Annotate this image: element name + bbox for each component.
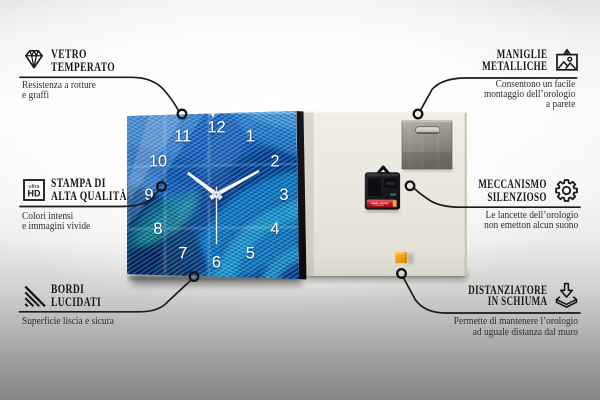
- clock-numeral-4: 4: [270, 220, 279, 238]
- callout-title-maniglie: MANIGLIE METALLICHE: [482, 48, 547, 73]
- clock-hands: [186, 170, 260, 245]
- clock-numeral-8: 8: [153, 220, 162, 238]
- clock-back-panel: [303, 111, 467, 276]
- connector-stampa: [19, 189, 160, 208]
- clock-numeral-6: 6: [212, 254, 221, 272]
- clock-mechanism: [364, 165, 401, 212]
- callout-sub-meccanismo: Le lancette dell’orologio non emetton al…: [484, 209, 578, 231]
- title-line: MECCANISMO: [478, 176, 547, 191]
- sub-line: Colori intensi: [22, 211, 74, 222]
- sub-line: Superficie liscia e sicura: [22, 315, 114, 327]
- marker-meccanismo: [404, 180, 416, 192]
- battery-positive-tip: [392, 200, 397, 207]
- gear-icon: [554, 178, 579, 208]
- clock-side-edge: [296, 111, 307, 280]
- connector-distanziatore: [402, 277, 581, 314]
- sub-line: Le lancette dell’orologio: [485, 209, 578, 221]
- title-line: BORDI: [51, 281, 85, 296]
- sub-line: ad uguale distanza dal muro: [472, 326, 578, 338]
- window-reflection: [127, 111, 299, 279]
- sub-line: Consentono un facile: [495, 78, 576, 90]
- clock-numeral-7: 7: [178, 245, 187, 263]
- sub-line: e immagini vivide: [22, 221, 91, 233]
- minute-hand: [209, 170, 260, 200]
- clock-numeral-3: 3: [279, 186, 288, 204]
- title-line: LUCIDATI: [51, 294, 102, 309]
- title-line: MANIGLIE: [496, 46, 547, 61]
- title-line: DISTANZIATORE: [467, 283, 547, 298]
- sub-line: Permette di mantenere l’orologio: [453, 316, 578, 328]
- callout-title-stampa: STAMPA DI ALTA QUALITÀ: [51, 177, 127, 203]
- foam-spacer: [395, 252, 414, 264]
- callout-markers: [156, 108, 424, 282]
- title-line: SILENZIOSO: [487, 190, 547, 205]
- sub-line: a parete: [546, 99, 576, 111]
- title-line: VETRO: [51, 46, 87, 61]
- callout-title-bordi: BORDI LUCIDATI: [51, 281, 102, 309]
- marker-maniglie: [412, 108, 424, 120]
- title-line: IN SCHIUMA: [487, 293, 547, 308]
- connector-vetro: [19, 76, 180, 112]
- marker-stampa: [156, 181, 167, 192]
- clock-numeral-9: 9: [144, 186, 153, 204]
- callout-sub-distanziatore: Permette di mantenere l’orologio ad ugua…: [453, 317, 577, 338]
- connector-bordi: [18, 279, 193, 313]
- marker-vetro: [176, 108, 188, 120]
- callout-sub-vetro: Resistenza a rotture e graffi: [22, 79, 96, 101]
- title-line: STAMPA DI: [51, 176, 106, 191]
- marker-bordi: [188, 271, 200, 282]
- polished-edge-icon: [23, 284, 46, 312]
- callout-title-meccanismo: MECCANISMO SILENZIOSO: [478, 176, 547, 205]
- marker-distanziatore: [396, 268, 407, 279]
- title-line: TEMPERATO: [51, 59, 116, 74]
- ultra-hd-icon-text-bottom: HD: [27, 189, 40, 199]
- clock-numeral-10: 10: [149, 152, 167, 170]
- callout-sub-maniglie: Consentono un facile montaggio dell’orol…: [484, 78, 576, 111]
- callout-title-vetro: VETRO TEMPERATO: [51, 46, 116, 74]
- sub-line: Resistenza a rotture: [22, 79, 96, 91]
- picture-frame-icon: [555, 47, 579, 77]
- diamond-icon: [21, 48, 47, 75]
- connector-meccanismo: [413, 187, 581, 209]
- second-hand: [215, 186, 218, 245]
- connector-maniglie: [419, 77, 578, 112]
- sub-line: e graffi: [22, 89, 50, 101]
- clock-numeral-11: 11: [174, 128, 191, 146]
- metal-hanger-plate: [401, 120, 453, 171]
- callout-sub-stampa: Colori intensi e immagini vivide: [22, 211, 91, 233]
- ultra-hd-icon: ultra HD: [22, 179, 45, 206]
- clock-numeral-12: 12: [207, 119, 225, 137]
- callout-sub-bordi: Superficie liscia e sicura: [22, 315, 114, 327]
- clock-numeral-5: 5: [246, 245, 255, 263]
- clock-numeral-1: 1: [246, 128, 255, 146]
- sub-line: montaggio dell’orologio: [484, 88, 576, 100]
- callout-connectors: [18, 76, 581, 314]
- sub-line: non emetton alcun suono: [484, 219, 578, 231]
- callout-title-distanziatore: DISTANZIATORE IN SCHIUMA: [467, 283, 547, 308]
- title-line: METALLICHE: [481, 59, 547, 74]
- title-line: ALTA QUALITÀ: [51, 189, 127, 203]
- foam-spacer-icon: [554, 282, 579, 314]
- clock-numeral-2: 2: [270, 152, 279, 170]
- ultra-hd-icon-text-top: ultra: [28, 184, 40, 190]
- battery: [366, 199, 400, 208]
